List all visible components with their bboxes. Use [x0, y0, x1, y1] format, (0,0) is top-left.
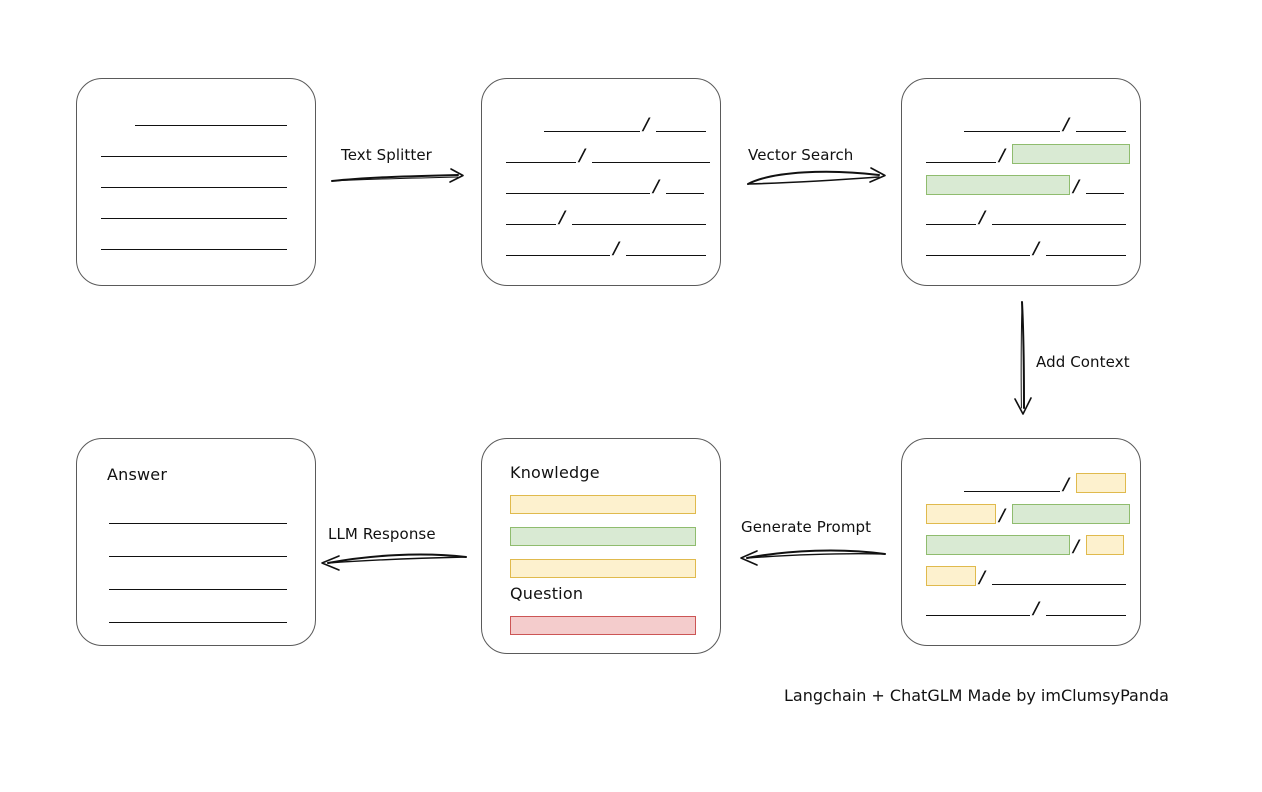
text-line: [544, 131, 640, 132]
chunk-separator: /: [1063, 475, 1070, 495]
knowledge-label: Knowledge: [510, 463, 600, 482]
highlight-chip-green[interactable]: [926, 535, 1070, 555]
arrow-label-llm-response: LLM Response: [328, 525, 436, 543]
highlight-chip-green[interactable]: [1012, 504, 1130, 524]
chunk-separator: /: [979, 208, 986, 228]
question-label: Question: [510, 584, 584, 603]
matched-chunks-box[interactable]: / / / / /: [901, 78, 1141, 286]
highlight-chip-yellow[interactable]: [926, 504, 996, 524]
text-line: [1086, 193, 1124, 194]
arrow-text-splitter: [331, 168, 464, 183]
text-line: [109, 622, 287, 623]
text-line: [109, 556, 287, 557]
text-line: [964, 131, 1060, 132]
text-line: [101, 249, 287, 250]
split-chunks-box[interactable]: / / / / /: [481, 78, 721, 286]
question-bar-red[interactable]: [510, 616, 696, 635]
chunk-separator: /: [999, 506, 1006, 526]
text-line: [101, 218, 287, 219]
text-line: [1046, 615, 1126, 616]
chunk-separator: /: [579, 146, 586, 166]
text-line: [506, 193, 650, 194]
text-line: [572, 224, 706, 225]
highlight-chip-green[interactable]: [1012, 144, 1130, 164]
text-line: [964, 491, 1060, 492]
highlight-chip-yellow[interactable]: [1076, 473, 1126, 493]
arrow-generate-prompt: [740, 549, 886, 566]
text-line: [109, 523, 287, 524]
arrow-llm-response: [321, 553, 467, 571]
arrow-label-text-splitter: Text Splitter: [341, 146, 432, 164]
context-chunks-box[interactable]: / / / / /: [901, 438, 1141, 646]
text-line: [992, 584, 1126, 585]
chunk-separator: /: [1073, 177, 1080, 197]
knowledge-bar-yellow[interactable]: [510, 559, 696, 578]
text-line: [926, 162, 996, 163]
text-line: [506, 224, 556, 225]
knowledge-bar-green[interactable]: [510, 527, 696, 546]
text-line: [1076, 131, 1126, 132]
text-line: [656, 131, 706, 132]
text-line: [626, 255, 706, 256]
text-line: [666, 193, 704, 194]
chunk-separator: /: [643, 115, 650, 135]
chunk-separator: /: [1033, 239, 1040, 259]
chunk-separator: /: [1063, 115, 1070, 135]
arrow-label-add-context: Add Context: [1036, 353, 1130, 371]
source-document-box[interactable]: [76, 78, 316, 286]
highlight-chip-green[interactable]: [926, 175, 1070, 195]
knowledge-bar-yellow[interactable]: [510, 495, 696, 514]
arrow-add-context: [1014, 301, 1032, 415]
highlight-chip-yellow[interactable]: [1086, 535, 1124, 555]
text-line: [101, 187, 287, 188]
text-line: [135, 125, 287, 126]
highlight-chip-yellow[interactable]: [926, 566, 976, 586]
text-line: [992, 224, 1126, 225]
chunk-separator: /: [559, 208, 566, 228]
text-line: [926, 615, 1030, 616]
answer-box[interactable]: Answer: [76, 438, 316, 646]
text-line: [506, 162, 576, 163]
text-line: [926, 255, 1030, 256]
text-line: [506, 255, 610, 256]
chunk-separator: /: [653, 177, 660, 197]
arrow-label-generate-prompt: Generate Prompt: [741, 518, 872, 536]
chunk-separator: /: [979, 568, 986, 588]
arrow-vector-search: [747, 167, 886, 185]
text-line: [1046, 255, 1126, 256]
answer-label: Answer: [107, 465, 168, 484]
text-line: [101, 156, 287, 157]
footer-caption: Langchain + ChatGLM Made by imClumsyPand…: [784, 686, 1169, 705]
text-line: [926, 224, 976, 225]
chunk-separator: /: [999, 146, 1006, 166]
chunk-separator: /: [1073, 537, 1080, 557]
text-line: [109, 589, 287, 590]
arrow-label-vector-search: Vector Search: [748, 146, 854, 164]
chunk-separator: /: [613, 239, 620, 259]
chunk-separator: /: [1033, 599, 1040, 619]
text-line: [592, 162, 710, 163]
